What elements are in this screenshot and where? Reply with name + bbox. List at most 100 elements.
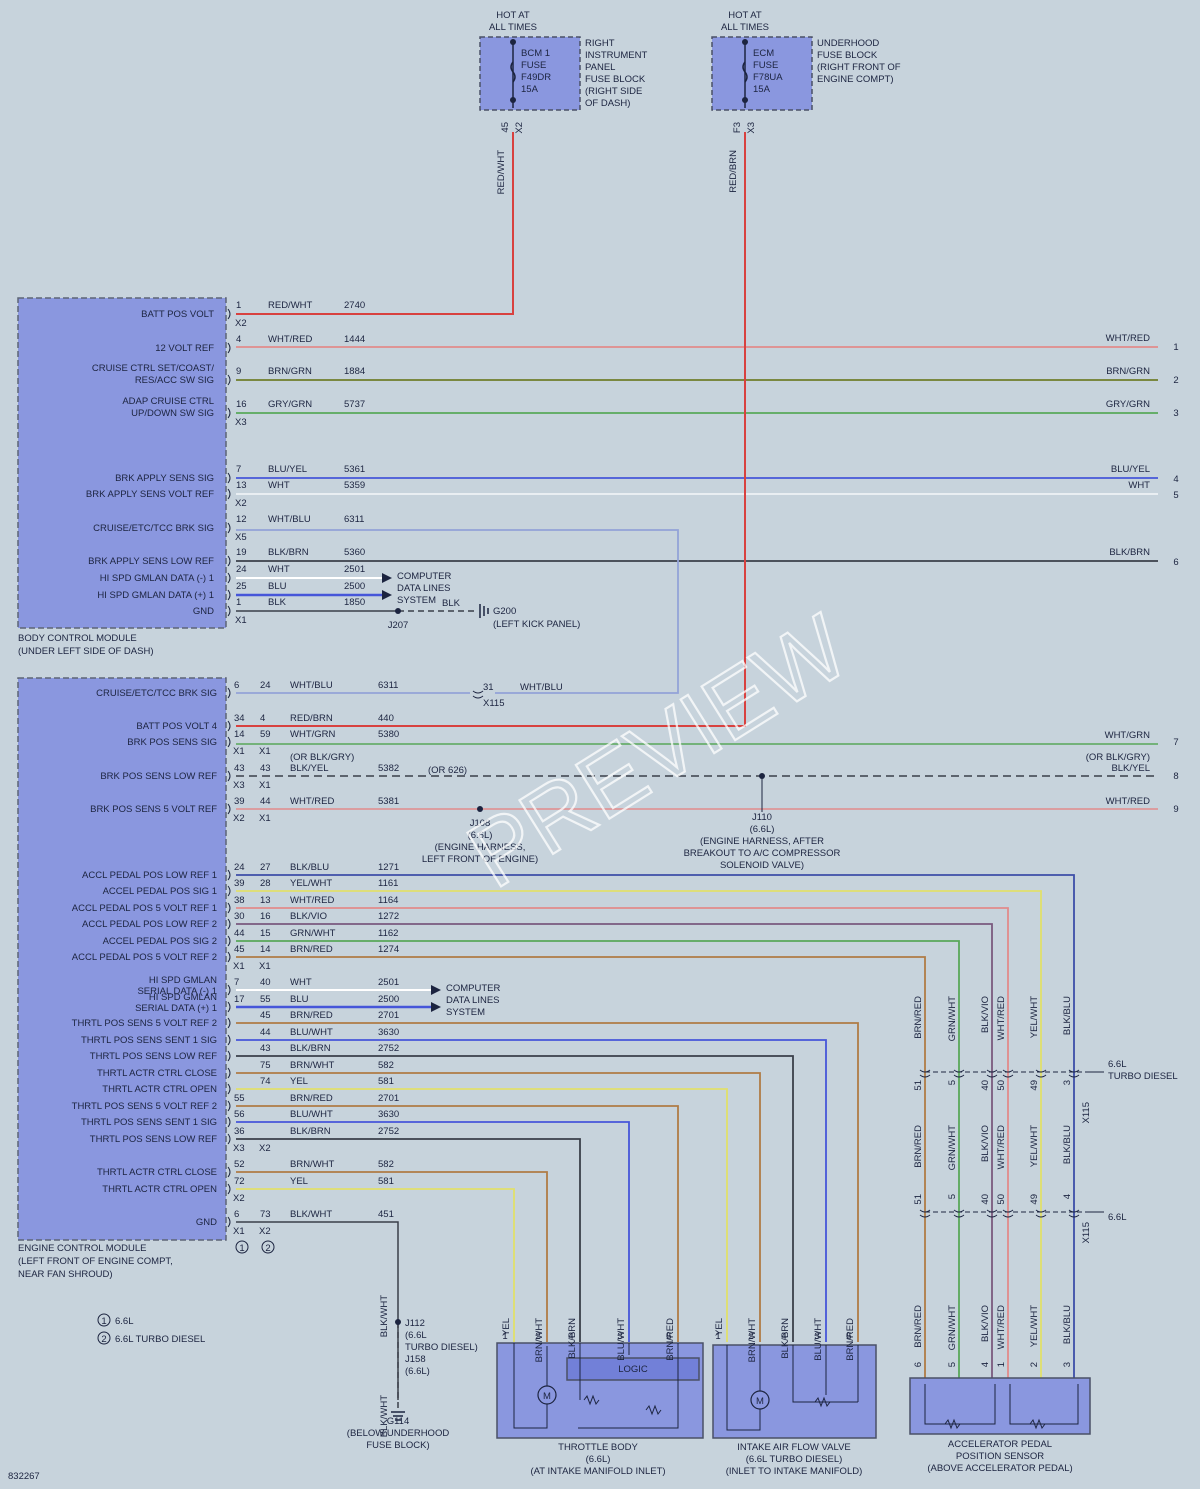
fuse-location: FUSE BLOCK <box>817 50 878 61</box>
ecm-connector-label: X1 <box>233 961 245 972</box>
bcm-wire-color-label: GRY/GRN <box>268 399 312 410</box>
ecm-wire-color-label: WHT/BLU <box>290 680 333 691</box>
ecm-wire-color-label: WHT <box>290 977 312 988</box>
bcm-ground-splice <box>395 608 401 614</box>
ecm-wire-color-label: BLK/BRN <box>290 1126 331 1137</box>
ecm-signal-label: HI SPD GMLAN <box>149 992 217 1003</box>
bcm-wire-color-label: WHT/BLU <box>268 514 311 525</box>
marker-label: 2 <box>265 1243 270 1254</box>
ecm-circuit-label: 2701 <box>378 1093 399 1104</box>
fuse-label: F49DR <box>521 72 551 83</box>
intake-wire-color-label: YEL <box>714 1318 725 1336</box>
pedal-cavity-label: 5 <box>947 1194 958 1199</box>
hot-at-all-times-label: ALL TIMES <box>721 22 769 33</box>
ecm-circuit-label: 5380 <box>378 729 399 740</box>
ecm-signal-label: THRTL ACTR CTRL OPEN <box>102 1084 217 1095</box>
intake-valve-name: (6.6L TURBO DIESEL) <box>746 1454 843 1465</box>
fuse-location: OF DASH) <box>585 98 630 109</box>
ecm-wire-color-label: BLK/VIO <box>290 911 327 922</box>
pedal-connector-note: TURBO DIESEL <box>1108 1071 1178 1082</box>
ecm-circuit-label: 2752 <box>378 1043 399 1054</box>
pedal-wire <box>236 923 993 1380</box>
j108-label: (6.6L) <box>468 830 493 841</box>
ecm-pin-label: 43 <box>260 763 271 774</box>
bcm-signal-label: CRUISE CTRL SET/COAST/ <box>92 363 214 374</box>
ecm-signal-label: THRTL POS SENS 5 VOLT REF 2 <box>72 1018 217 1029</box>
ecm-connector-label: X1 <box>259 813 271 824</box>
ecm-signal-label: THRTL POS SENS SENT 1 SIG <box>81 1117 217 1128</box>
ecm-connector-label: X1 <box>233 746 245 757</box>
bcm-connector-label: X3 <box>235 417 247 428</box>
ecm-circuit-label: 3630 <box>378 1109 399 1120</box>
pedal-wire-color-label: BRN/RED <box>913 1305 924 1348</box>
ecm-connector-icon <box>227 1034 231 1046</box>
bcm-wire-color-label: WHT <box>268 480 290 491</box>
ecm-pin-label: 34 <box>234 713 245 724</box>
pedal-wire-color-label: BLK/VIO <box>980 1305 991 1342</box>
ecm-circuit-label: 2701 <box>378 1010 399 1021</box>
fuse-label: FUSE <box>521 60 546 71</box>
ecm-wire-color-label: YEL <box>290 1176 308 1187</box>
marker-circle <box>235 1240 249 1254</box>
pedal-wire-color-label: YEL/WHT <box>1029 1305 1040 1347</box>
ecm-signal-label: THRTL ACTR CTRL OPEN <box>102 1184 217 1195</box>
j112-label: J158 <box>405 1354 426 1365</box>
throttle-wire-color-label: YEL <box>501 1318 512 1336</box>
ecm-connector-icon <box>227 935 231 947</box>
ecm-connector-icon <box>227 1001 231 1013</box>
pedal-cavity-label: 50 <box>996 1080 1007 1091</box>
ground-wire-color-label: BLK <box>442 598 461 609</box>
ecm-wire-color-label: BLK/BLU <box>290 862 329 873</box>
ecm-connector-icon <box>227 1083 231 1095</box>
ecm-pin-label: 38 <box>234 895 245 906</box>
pedal-wire-color-label: BLK/BLU <box>1062 1305 1073 1344</box>
ecm-connector-icon <box>227 1050 231 1062</box>
j112-label: TURBO DIESEL) <box>405 1342 478 1353</box>
bcm-pin-label: 7 <box>236 464 241 475</box>
ecm-connector-icon <box>227 885 231 897</box>
bcm-circuit-label: 2500 <box>344 581 365 592</box>
ecm-pin-label: 40 <box>260 977 271 988</box>
throttle-pin-label: 3 <box>617 1331 622 1342</box>
pedal-wire-color-label: GRN/WHT <box>947 1125 958 1171</box>
ecm-pin-label: 43 <box>260 1043 271 1054</box>
ecm-circuit-label: 440 <box>378 713 394 724</box>
ecm-circuit-label: 6311 <box>378 680 398 691</box>
ecm-connector-icon <box>227 720 231 732</box>
bcm-connector-icon <box>227 605 231 617</box>
throttle-body-name: (AT INTAKE MANIFOLD INLET) <box>530 1466 665 1477</box>
ecm-pin-label: 72 <box>234 1176 245 1187</box>
fuse-block-2 <box>711 36 813 111</box>
fuse-terminal <box>510 39 516 45</box>
bcm-circuit-label: 2501 <box>344 564 365 575</box>
legend-number: 1 <box>101 1316 106 1327</box>
ecm-wire-color-label: BLK/WHT <box>290 1209 332 1220</box>
wire-color-label: RED/BRN <box>728 150 739 193</box>
pedal-wire-color-label: BRN/RED <box>913 1125 924 1168</box>
j108-splice <box>477 806 483 812</box>
ecm-pin-label: 4 <box>260 713 265 724</box>
bcm-signal-label: RES/ACC SW SIG <box>135 375 214 386</box>
bcm-circuit-label: 1444 <box>344 334 365 345</box>
throttle-pin-label: 4 <box>568 1331 573 1342</box>
bcm-pin-label: 1 <box>236 597 241 608</box>
pedal-cavity-label: 50 <box>996 1194 1007 1205</box>
ground-wire-color-label: BLK/WHT <box>379 1295 390 1337</box>
fuse-pin-label: F3 <box>732 122 743 133</box>
intake-wire-color-label: BLK/BRN <box>780 1318 791 1359</box>
bcm-signal-label: BRK APPLY SENS VOLT REF <box>86 489 214 500</box>
ecm-pin-label: 17 <box>234 994 245 1005</box>
legend-text: 6.6L <box>115 1316 134 1327</box>
ecm-pin-label: 44 <box>260 1027 271 1038</box>
right-wire-color-label: BLU/YEL <box>1111 464 1150 475</box>
ecm-signal-label: BRK POS SENS 5 VOLT REF <box>90 804 217 815</box>
resistor-icon <box>944 1418 1046 1430</box>
bcm-circuit-label: 5359 <box>344 480 365 491</box>
ecm-pin-label: 74 <box>260 1076 271 1087</box>
data-lines-label: COMPUTER <box>446 983 501 994</box>
ecm-connector-label: X2 <box>259 1226 271 1237</box>
ecm-wire-alt-label: (OR BLK/GRY) <box>290 752 354 763</box>
ecm-circuit-label: 2752 <box>378 1126 399 1137</box>
ecm-circuit-label: 3630 <box>378 1027 399 1038</box>
